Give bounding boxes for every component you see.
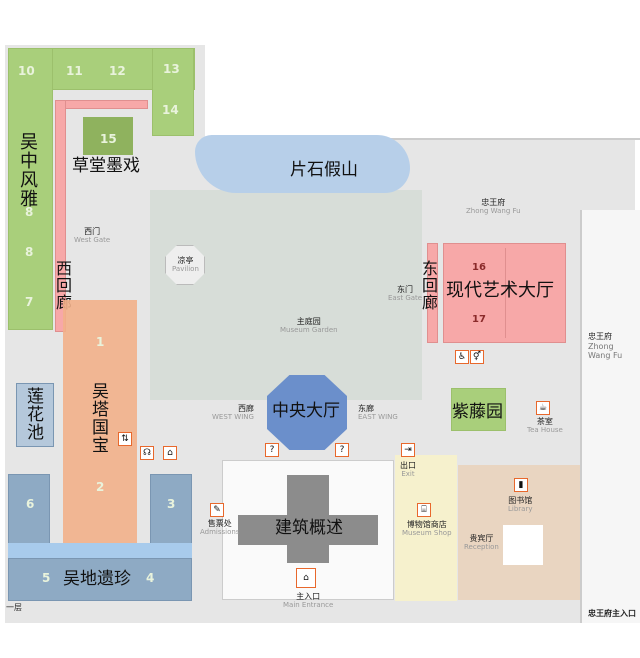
room-number: 8 <box>25 245 34 259</box>
room-15[interactable] <box>83 117 133 155</box>
pavilion-shape <box>165 245 205 285</box>
label-xihuilang: 西回廊 <box>53 260 72 311</box>
floor-label: 一层 <box>6 603 22 612</box>
hall-wudi[interactable] <box>8 558 192 601</box>
label-zitengyuan: 紫藤园 <box>452 402 503 422</box>
room-number: 14 <box>162 103 179 117</box>
architecture-h[interactable] <box>238 515 378 545</box>
west-corridor[interactable] <box>55 100 66 332</box>
label-caotang: 草堂墨戏 <box>72 156 140 176</box>
gift-icon: ⌸ <box>417 503 431 517</box>
museum-shop-area[interactable] <box>395 455 457 601</box>
room-number: 4 <box>146 571 155 585</box>
restroom-icon: ⚥ <box>470 350 484 364</box>
room-number: 6 <box>26 497 35 511</box>
teapot-icon: ☕ <box>536 401 550 415</box>
room-number: 12 <box>109 64 126 78</box>
east-corridor[interactable] <box>427 243 438 343</box>
label-wudi: 吴地遗珍 <box>63 569 131 589</box>
room-number: 5 <box>42 571 51 585</box>
hall-wuzhong[interactable] <box>8 48 53 330</box>
info-icon[interactable]: ? <box>265 443 279 457</box>
label-lianhua: 莲花池 <box>23 387 43 441</box>
label-wuta: 吴塔国宝 <box>88 382 108 454</box>
room-number: 11 <box>66 64 83 78</box>
divider <box>505 248 506 338</box>
exit-icon: ⇥ <box>401 443 415 457</box>
room-number: 1 <box>96 335 105 349</box>
room-number: 17 <box>472 314 486 325</box>
room-number: 3 <box>167 497 176 511</box>
room-number: 10 <box>18 64 35 78</box>
hall-green-right[interactable] <box>152 48 194 136</box>
courtyard <box>503 525 543 565</box>
audio-guide-icon[interactable]: ☊ <box>140 446 154 460</box>
room-number: 15 <box>100 132 117 146</box>
ticket-icon[interactable]: ✎ <box>210 503 224 517</box>
hall-modern-art[interactable] <box>443 243 566 343</box>
room-number: 13 <box>163 62 180 76</box>
museum-garden <box>150 190 422 400</box>
accessible-toilet-icon: ♿ <box>455 350 469 364</box>
wisteria-garden[interactable] <box>451 388 506 431</box>
west-corridor-top[interactable] <box>55 100 148 109</box>
water-strip <box>8 543 192 558</box>
zhong-wang-fu-main-entrance[interactable]: 忠王府主入口 <box>588 609 636 618</box>
elevator-icon[interactable]: ⇅ <box>118 432 132 446</box>
room-number: 2 <box>96 480 105 494</box>
label-pianshi: 片石假山 <box>290 160 358 180</box>
hall-wuta[interactable] <box>63 300 137 545</box>
cloakroom-icon[interactable]: ⌂ <box>163 446 177 460</box>
lotus-pond[interactable] <box>16 383 54 447</box>
book-icon: ▮ <box>514 478 528 492</box>
entrance-icon[interactable]: ⌂ <box>296 568 316 588</box>
room-number: 8 <box>25 205 34 219</box>
label-wuzhong: 吴中风雅 <box>17 132 38 208</box>
pond <box>195 135 410 193</box>
label-xiandai: 现代艺术大厅 <box>446 280 554 301</box>
room-number: 16 <box>472 262 486 273</box>
label-jianzhu: 建筑概述 <box>275 518 343 538</box>
info-icon[interactable]: ? <box>335 443 349 457</box>
room-number: 7 <box>25 295 34 309</box>
outside-north <box>205 40 640 140</box>
outside-east <box>580 210 640 623</box>
hall-central[interactable] <box>267 375 347 450</box>
label-zhongyang: 中央大厅 <box>272 401 340 421</box>
label-donghuilang: 东回廊 <box>419 260 438 311</box>
